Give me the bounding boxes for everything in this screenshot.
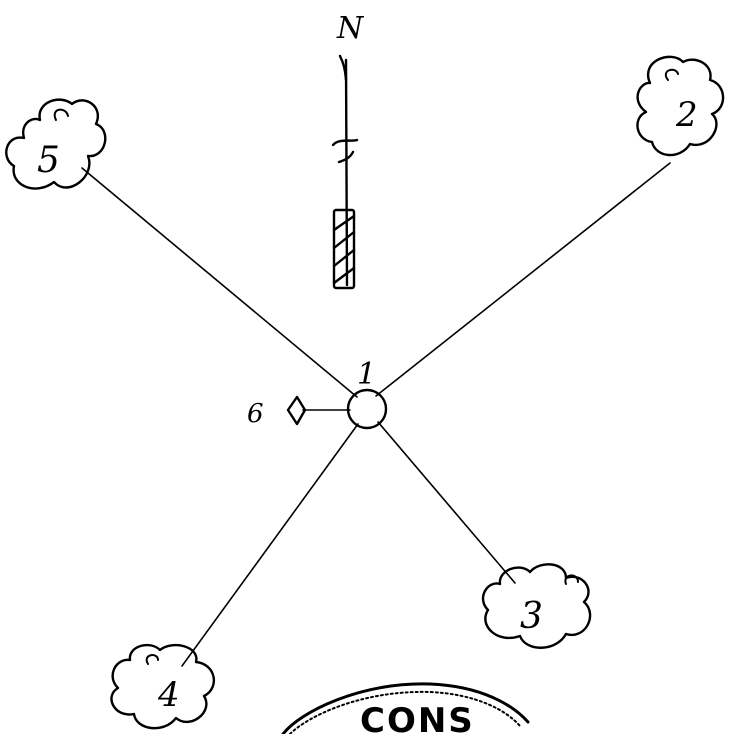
node-2: 2 [637,57,723,155]
node-6: 6 [247,397,305,429]
node-2-label: 2 [675,95,698,135]
edge-1-3 [378,422,515,583]
north-arrow: N [333,11,365,288]
hub-label: 1 [357,357,376,392]
edge-1-4 [182,424,358,666]
node-4: 4 [111,645,213,728]
seal-stamp: CONS [283,684,528,734]
connector-lines [82,163,670,666]
seal-text: CONS [360,701,475,734]
node-4-label: 4 [157,675,180,715]
node-3-label: 3 [520,596,543,637]
node-5-label: 5 [37,140,60,181]
node-6-label: 6 [247,399,264,429]
node-3: 3 [483,564,590,647]
north-label: N [336,11,365,46]
edge-1-5 [82,168,357,397]
edge-1-2 [376,163,670,396]
